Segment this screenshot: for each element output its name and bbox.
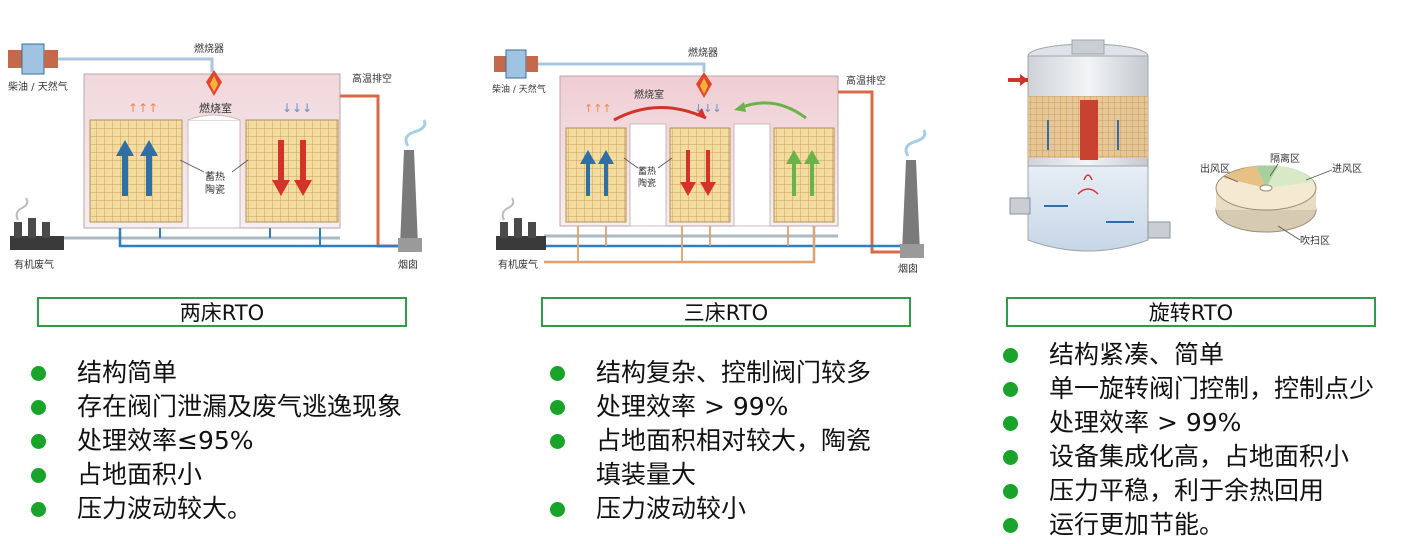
factory-icon [10, 197, 64, 250]
list-item: 结构简单 [31, 356, 402, 390]
list-item: 处理效率 > 99% [1003, 406, 1374, 440]
bullet-icon [31, 366, 46, 381]
high-temp-label: 高温排空 [846, 74, 886, 87]
list-item: 占地面积相对较大，陶瓷 [550, 424, 871, 458]
list-item: 结构紧凑、简单 [1003, 338, 1374, 372]
burner-flame-icon [206, 70, 222, 96]
burner-label: 燃烧器 [688, 46, 718, 59]
bullet-icon [550, 502, 565, 517]
two-bed-rto-bullets: 结构简单 存在阀门泄漏及废气逃逸现象 处理效率≤95% 占地面积小 压力波动较大… [31, 356, 402, 526]
ceramic-bed-left [89, 119, 183, 223]
list-item: 压力波动较大。 [31, 492, 402, 526]
bullet-icon [31, 502, 46, 517]
rotary-rto-diagram: 出风区 隔离区 进风区 吹扫区 [1008, 39, 1362, 252]
rotor-disk-icon [1215, 165, 1317, 233]
two-bed-rto-diagram: 柴油 / 天然气 燃烧器 燃烧室 ↑↑↑ ↓↓↓ 蓄热 陶瓷 高温排空 [8, 42, 427, 271]
heat-down-icon: ↓↓↓ [282, 101, 312, 115]
fuel-label: 柴油 / 天然气 [492, 83, 546, 95]
two-bed-rto-title: 两床RTO [37, 297, 407, 327]
chimney-label: 烟囱 [898, 262, 918, 275]
waste-gas-label: 有机废气 [498, 258, 538, 271]
list-item: 占地面积小 [31, 458, 402, 492]
high-temp-label: 高温排空 [352, 72, 392, 85]
ceramic-bed-right [245, 119, 339, 223]
chimney-icon [900, 129, 927, 258]
three-bed-rto-title: 三床RTO [541, 297, 911, 327]
bullet-icon [31, 400, 46, 415]
heat-up-icon: ↑↑↑ [128, 101, 158, 115]
ceramic-label-2: 陶瓷 [205, 183, 225, 196]
bullet-icon [550, 366, 565, 381]
chamber-label: 燃烧室 [634, 88, 664, 101]
bullet-icon [31, 468, 46, 483]
inlet-zone-label: 进风区 [1332, 163, 1362, 175]
three-bed-rto-bullets: 结构复杂、控制阀门较多 处理效率 > 99% 占地面积相对较大，陶瓷 填装量大 … [550, 356, 871, 526]
bullet-icon [1003, 416, 1018, 431]
ceramic-label-1: 蓄热 [205, 170, 225, 183]
purge-zone-label: 吹扫区 [1300, 234, 1330, 247]
list-item: 设备集成化高，占地面积小 [1003, 440, 1374, 474]
burner-label: 燃烧器 [194, 42, 224, 55]
fuel-label: 柴油 / 天然气 [8, 80, 68, 93]
three-bed-rto-diagram: 柴油 / 天然气 燃烧器 燃烧室 ↑↑↑ ↓↓↓ 蓄热 陶瓷 高温 [492, 46, 927, 275]
panel-two-bed-rto: 柴油 / 天然气 燃烧器 燃烧室 ↑↑↑ ↓↓↓ 蓄热 陶瓷 高温排空 [0, 0, 470, 544]
rotary-vessel-icon [1008, 39, 1171, 252]
bullet-icon [550, 434, 565, 449]
fuel-valve-icon [8, 43, 58, 75]
ceramic-bed-1 [565, 127, 627, 223]
bullet-icon [1003, 382, 1018, 397]
list-item: 结构复杂、控制阀门较多 [550, 356, 871, 390]
heat-down-icon: ↓↓↓ [694, 102, 722, 115]
burner-flame-icon [696, 72, 712, 98]
bullet-icon [1003, 518, 1018, 533]
ceramic-bed-3 [773, 127, 835, 223]
list-item: 压力波动较小 [550, 492, 871, 526]
list-item: 处理效率≤95% [31, 424, 402, 458]
waste-gas-label: 有机废气 [14, 258, 54, 271]
bullet-icon [550, 400, 565, 415]
fuel-valve-icon [494, 49, 538, 79]
list-item: 压力平稳，利于余热回用 [1003, 474, 1374, 508]
panel-three-bed-rto: 柴油 / 天然气 燃烧器 燃烧室 ↑↑↑ ↓↓↓ 蓄热 陶瓷 高温 [488, 0, 958, 544]
rotary-rto-title: 旋转RTO [1006, 297, 1376, 327]
bullet-icon [1003, 348, 1018, 363]
list-item: 存在阀门泄漏及废气逃逸现象 [31, 390, 402, 424]
list-item: 单一旋转阀门控制，控制点少 [1003, 372, 1374, 406]
factory-icon [496, 197, 546, 250]
chimney-icon [398, 119, 427, 252]
rotary-rto-bullets: 结构紧凑、简单 单一旋转阀门控制，控制点少 处理效率 > 99% 设备集成化高，… [1003, 338, 1374, 542]
bullet-icon [1003, 484, 1018, 499]
outlet-zone-label: 出风区 [1200, 162, 1230, 175]
chamber-label: 燃烧室 [199, 101, 232, 115]
bullet-icon [1003, 450, 1018, 465]
heat-up-icon: ↑↑↑ [584, 102, 612, 115]
list-item-continuation: 填装量大 [596, 460, 697, 489]
chimney-label: 烟囱 [398, 258, 418, 271]
list-item: 运行更加节能。 [1003, 508, 1374, 542]
ceramic-bed-2 [669, 127, 731, 223]
isolation-zone-label: 隔离区 [1270, 152, 1300, 165]
bullet-icon [31, 434, 46, 449]
ceramic-label-2: 陶瓷 [638, 177, 656, 189]
list-item: 处理效率 > 99% [550, 390, 871, 424]
ceramic-label-1: 蓄热 [638, 165, 656, 177]
panel-rotary-rto: 出风区 隔离区 进风区 吹扫区 旋转RTO 结构紧凑、简单 单一旋转阀门控制，控… [988, 0, 1418, 544]
